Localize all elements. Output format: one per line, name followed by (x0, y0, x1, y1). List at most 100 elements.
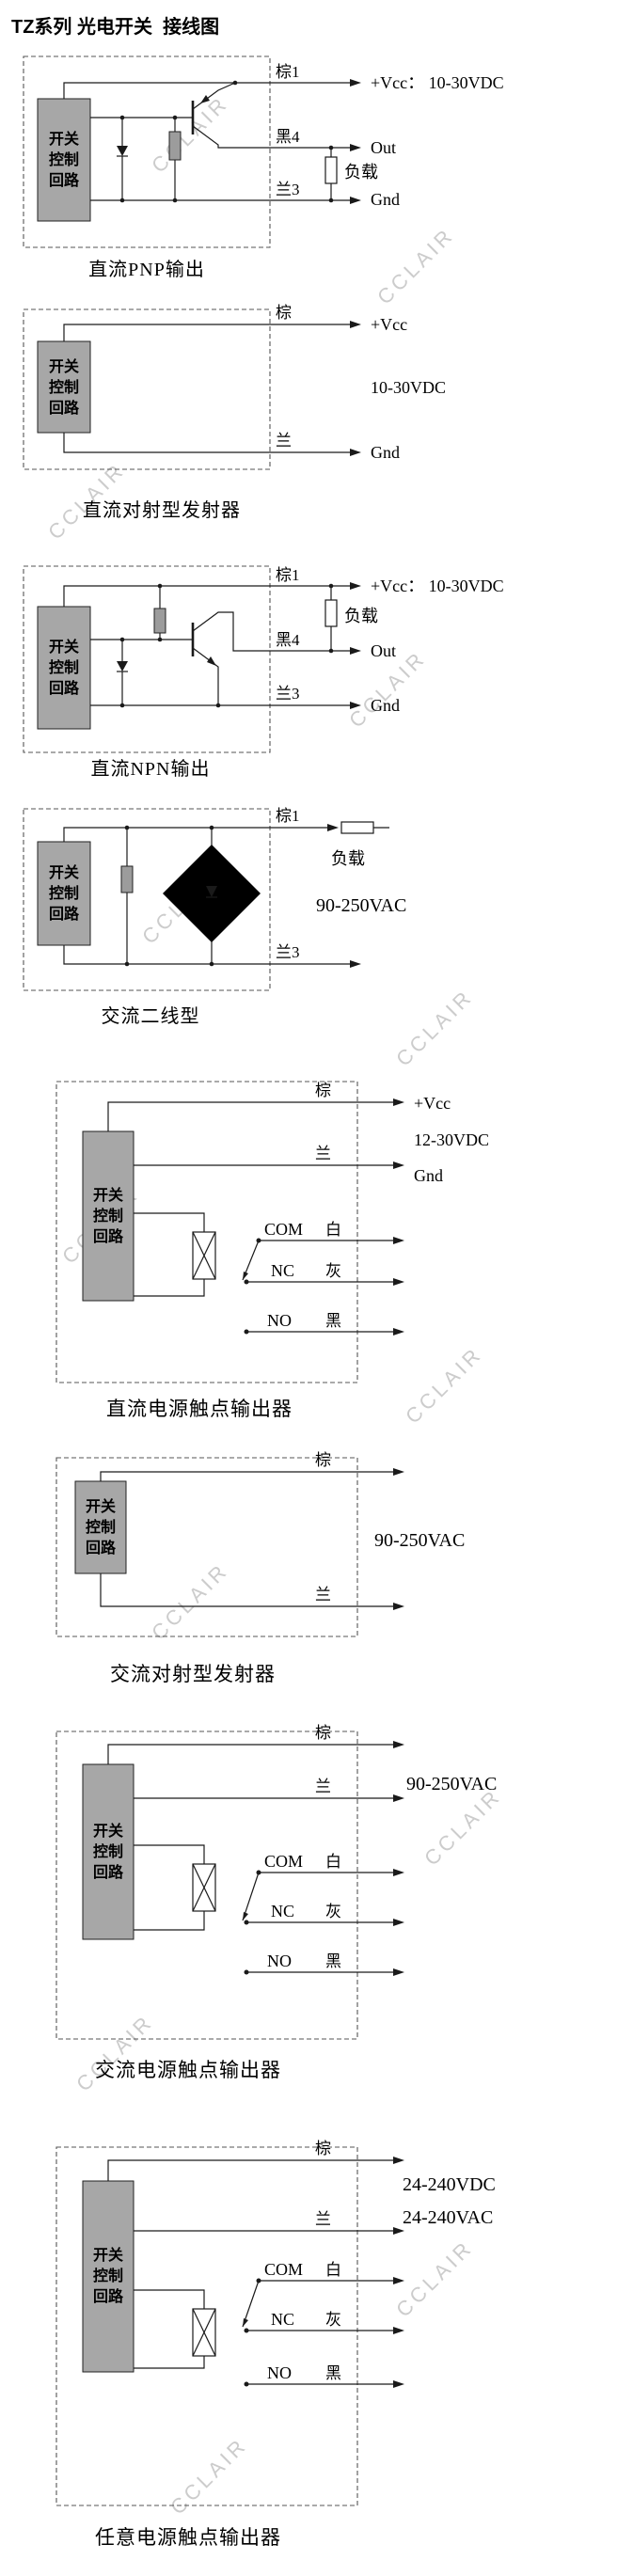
diagram-any-power-relay-output: 开关 控制 回路 棕 兰 24-240VDC 24-240VAC COM 白 (55, 2140, 496, 2549)
no-label: NO (267, 2363, 292, 2382)
wire-arrow-icon (393, 1919, 404, 1926)
vcc-label: +Vcc (371, 315, 407, 334)
control-circuit-box (37, 340, 91, 434)
control-box-label: 控制 (49, 150, 79, 168)
control-box-label: 回路 (93, 2287, 124, 2305)
wire-label-blue: 兰 (315, 1145, 331, 1162)
section-caption: 交流电源触点输出器 (95, 2059, 281, 2081)
sensor-outline-box (55, 1081, 358, 1383)
wire-label-black: 黑 (325, 2364, 341, 2382)
voltage-ac-label: 24-240VAC (403, 2207, 493, 2228)
circuit-wiring (100, 1471, 393, 1607)
wire-label-black: 黑 (325, 1312, 341, 1330)
wire-arrow-icon (393, 1328, 404, 1335)
vcc-label: +Vcc： 10-30VDC (371, 577, 504, 595)
nc-label: NC (271, 2310, 294, 2329)
sensor-outline-box (23, 55, 271, 248)
control-box-label: 开关 (49, 863, 79, 881)
wire-label-gray: 灰 (325, 1262, 341, 1280)
wire-label-gray: 灰 (325, 1903, 341, 1920)
sensor-outline-box (23, 308, 271, 470)
resistor (168, 131, 182, 161)
wire-arrow-icon (393, 1603, 404, 1610)
control-box-label: 控制 (93, 2267, 123, 2284)
wire-label-black: 黑4 (276, 631, 300, 649)
wire-arrow-icon (393, 2327, 404, 2334)
wire-arrow-icon (393, 1278, 404, 1286)
vcc-label: +Vcc (414, 1094, 451, 1113)
gnd-label: Gnd (371, 443, 400, 462)
control-circuit-box (82, 1130, 135, 1302)
circuit-wiring (107, 2159, 393, 2385)
control-box-label: 回路 (49, 905, 80, 923)
load-label: 负载 (344, 163, 378, 182)
resistor (120, 865, 134, 893)
wire-label-blue: 兰3 (276, 943, 300, 961)
section-caption: 直流PNP输出 (88, 259, 205, 280)
diagram-ac-emitter: 开关 控制 回路 棕 兰 90-250VAC 交流对射型发射器 (55, 1451, 465, 1685)
sensor-outline-box (23, 808, 271, 991)
no-label: NO (267, 1311, 292, 1330)
wire-label-white: 白 (325, 2261, 341, 2279)
wire-arrow-icon (350, 321, 361, 328)
com-label: COM (264, 1220, 303, 1239)
vcc-label: +Vcc： 10-30VDC (371, 73, 504, 92)
diagram-dc-relay-output: 开关 控制 回路 棕 兰 +Vcc 12-30VDC Gnd COM 白 (55, 1081, 489, 1420)
wire-arrow-icon (393, 1794, 404, 1802)
diagram-ac-relay-output: 开关 控制 回路 棕 兰 90-250VAC COM 白 NC 灰 (55, 1724, 497, 2081)
wire-label-blue: 兰 (315, 1586, 331, 1604)
control-box-label: 回路 (93, 1227, 124, 1245)
control-box-label: 开关 (93, 2246, 123, 2264)
com-label: COM (264, 2260, 303, 2279)
control-box-label: 开关 (49, 357, 79, 375)
wire-arrow-icon (393, 1869, 404, 1876)
gnd-label: Gnd (414, 1166, 443, 1185)
wire-arrow-icon (350, 647, 361, 655)
control-box-label: 控制 (49, 378, 79, 396)
diagram-dc-pnp-output: 开关 控制 回路 棕1 黑4 兰3 +Vcc： 10-30VDC Out (23, 55, 504, 280)
wire-label-brown: 棕1 (276, 63, 300, 81)
wire-label-gray: 灰 (325, 2311, 341, 2329)
wire-arrow-icon (327, 824, 339, 831)
control-box-label: 控制 (93, 1207, 123, 1225)
circuit-wiring (107, 1744, 393, 1973)
load-label: 负载 (344, 607, 378, 625)
out-label: Out (371, 138, 396, 157)
circuit-wiring (63, 324, 350, 453)
wire-arrow-icon (393, 2227, 404, 2235)
wire-arrow-icon (350, 79, 361, 87)
control-box-label: 控制 (49, 884, 79, 902)
pnp-emitter-arrow-icon (200, 95, 210, 103)
voltage-dc-label: 24-240VDC (403, 2174, 496, 2195)
wire-label-white: 白 (325, 1853, 341, 1871)
control-box-label: 回路 (93, 1863, 124, 1881)
wire-arrow-icon (350, 960, 361, 968)
wire-arrow-icon (350, 449, 361, 456)
resistor (153, 608, 166, 634)
wire-label-brown: 棕 (315, 1724, 331, 1742)
no-label: NO (267, 1952, 292, 1970)
wire-arrow-icon (393, 1968, 404, 1976)
load-label: 负载 (331, 849, 365, 868)
sensor-outline-box (55, 2146, 358, 2506)
wire-label-blue: 兰 (276, 432, 292, 450)
control-box-label: 控制 (93, 1842, 123, 1860)
control-box-label: 开关 (49, 638, 79, 656)
voltage-label: 90-250VAC (406, 1774, 497, 1794)
wire-label-brown: 棕 (315, 1451, 331, 1469)
wire-label-blue: 兰3 (276, 181, 300, 198)
wire-arrow-icon (350, 582, 361, 590)
load-resistor (340, 821, 374, 834)
wire-arrow-icon (350, 702, 361, 709)
diagram-dc-emitter: 开关 控制 回路 棕 兰 +Vcc 10-30VDC Gnd 直流对射型发射器 (23, 304, 446, 521)
wire-label-white: 白 (325, 1221, 341, 1239)
control-box-label: 回路 (49, 171, 80, 189)
out-label: Out (371, 641, 396, 660)
wire-label-blue: 兰 (315, 2210, 331, 2228)
voltage-label: 12-30VDC (414, 1130, 489, 1149)
wire-arrow-icon (393, 1237, 404, 1244)
sensor-outline-box (23, 565, 271, 753)
wire-arrow-icon (393, 1098, 404, 1106)
wire-label-blue: 兰3 (276, 685, 300, 703)
